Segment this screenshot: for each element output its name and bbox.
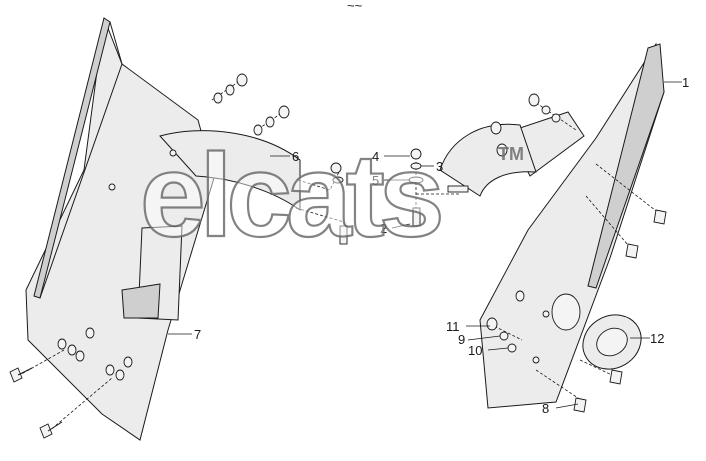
left-panel-hole bbox=[169, 149, 177, 157]
left-lower-hardware bbox=[57, 327, 133, 381]
right-panel-hole bbox=[515, 290, 525, 302]
ring-flange-12 bbox=[582, 314, 642, 370]
callout-11: 11 bbox=[446, 319, 460, 334]
right-lower-hardware bbox=[486, 317, 523, 353]
left-panel-assembly bbox=[9, 17, 348, 441]
left-bracket-face bbox=[121, 283, 161, 319]
callout-6: 6 bbox=[292, 149, 299, 164]
center-hardware-stack bbox=[408, 148, 469, 227]
left-bolt bbox=[9, 349, 65, 383]
left-curved-guard bbox=[159, 130, 301, 211]
right-bolt bbox=[535, 369, 587, 413]
right-panel-hole bbox=[542, 310, 550, 318]
left-top-hardware bbox=[211, 73, 290, 136]
callout-12: 12 bbox=[650, 331, 664, 346]
callout-9: 9 bbox=[458, 332, 465, 347]
right-curved-guard bbox=[439, 123, 537, 197]
right-top-hardware bbox=[490, 93, 577, 157]
right-panel-hole bbox=[532, 356, 540, 364]
watermark-logo: elcats ТМ bbox=[139, 129, 524, 263]
right-side-panel bbox=[479, 42, 665, 409]
callout-2: 2 bbox=[380, 221, 387, 236]
page-mark: ~~ bbox=[347, 0, 363, 13]
callout-1: 1 bbox=[682, 75, 689, 90]
right-plate-hole bbox=[551, 293, 581, 331]
left-panel-edge bbox=[39, 21, 123, 299]
svg-text:elcats: elcats bbox=[140, 130, 440, 262]
callout-leaders bbox=[168, 81, 682, 409]
callout-3: 3 bbox=[436, 159, 443, 174]
callout-10: 10 bbox=[468, 343, 482, 358]
callout-8: 8 bbox=[542, 401, 549, 416]
right-bolt bbox=[585, 195, 639, 259]
right-bolt bbox=[579, 359, 623, 385]
watermark-tm: ТМ bbox=[498, 144, 524, 164]
right-bolt bbox=[595, 163, 667, 225]
left-bolt bbox=[39, 377, 113, 439]
right-panel-flange bbox=[587, 43, 665, 289]
callout-7: 7 bbox=[194, 327, 201, 342]
right-panel-assembly bbox=[408, 42, 667, 413]
callout-4: 4 bbox=[372, 149, 379, 164]
left-bracket-bolt bbox=[295, 162, 348, 245]
left-panel-hole bbox=[108, 183, 116, 191]
callout-5: 5 bbox=[372, 173, 379, 188]
